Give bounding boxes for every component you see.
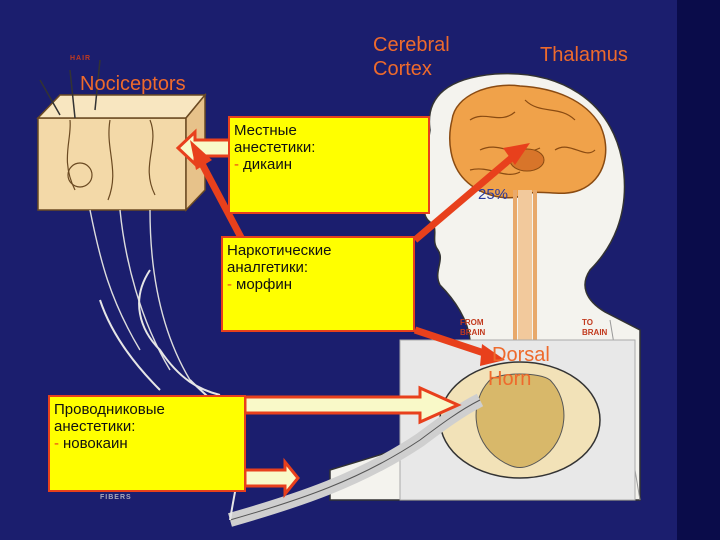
bullet-icon: -	[234, 156, 239, 173]
dorsal-horn-label-line2: Horn	[488, 368, 532, 390]
bullet-icon: -	[227, 276, 232, 293]
conduction-anesthetics-item-text: новокаин	[63, 435, 128, 452]
from-brain-label-line2: BRAIN	[460, 328, 486, 337]
to-brain-label-line2: BRAIN	[582, 328, 608, 337]
local-anesthetics-item: -дикаин	[234, 156, 428, 173]
right-edge-strip	[677, 0, 720, 540]
bullet-icon: -	[54, 435, 59, 452]
narcotic-analgesics-line2: аналгетики:	[227, 259, 309, 276]
from-brain-label-line1: FROM	[460, 318, 484, 327]
arrow-to-dorsal-horn	[243, 385, 462, 425]
thalamus-label: Thalamus	[540, 44, 628, 66]
narcotic-analgesics-item: -морфин	[227, 276, 413, 293]
local-anesthetics-line2: анестетики:	[234, 139, 316, 156]
dorsal-horn-label-line1: Dorsal	[492, 344, 550, 366]
conduction-anesthetics-box: Проводниковые анестетики: -новокаин	[48, 395, 246, 492]
narcotic-analgesics-item-text: морфин	[236, 276, 293, 293]
arrow-to-nerve	[243, 457, 300, 499]
conduction-anesthetics-line1: Проводниковые	[54, 401, 165, 418]
nociceptors-label: Nociceptors	[80, 73, 186, 95]
arrow-to-nociceptors	[175, 128, 232, 168]
cerebral-cortex-label-line2: Cortex	[373, 58, 432, 80]
conduction-anesthetics-line2: анестетики:	[54, 418, 136, 435]
narcotic-analgesics-box: Наркотические аналгетики: -морфин	[221, 236, 415, 332]
hair-label: HAIR	[70, 55, 92, 62]
cerebral-cortex-label-line1: Cerebral	[373, 34, 450, 56]
local-anesthetics-line1: Местные	[234, 122, 297, 139]
narcotic-analgesics-line1: Наркотические	[227, 242, 332, 259]
to-brain-label-line1: TO	[582, 318, 593, 327]
fibers-label: FIBERS	[100, 494, 132, 501]
local-anesthetics-item-text: дикаин	[243, 156, 293, 173]
red-arrows	[175, 128, 530, 499]
percent-label: 25%	[478, 186, 509, 203]
conduction-anesthetics-item: -новокаин	[54, 435, 244, 452]
local-anesthetics-box: Местные анестетики: -дикаин	[228, 116, 430, 214]
